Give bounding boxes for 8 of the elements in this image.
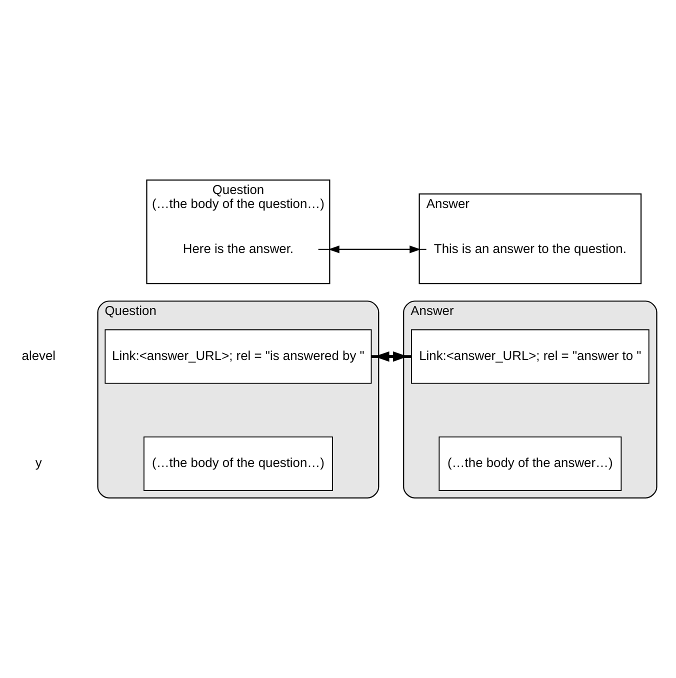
label: y [35, 455, 42, 470]
node-box: Link:<answer_URL>; rel = "is answered by " [104, 329, 372, 384]
label: alevel [22, 348, 56, 363]
node-text: This is an answer to the question. [434, 240, 626, 256]
node-box: Link:<answer_URL>; rel = "answer to " [410, 329, 650, 384]
node-box: (…the body of the answer…) [438, 436, 622, 491]
node-box: (…the body of the question…) [144, 436, 333, 491]
node-text: Here is the answer. [182, 240, 294, 256]
